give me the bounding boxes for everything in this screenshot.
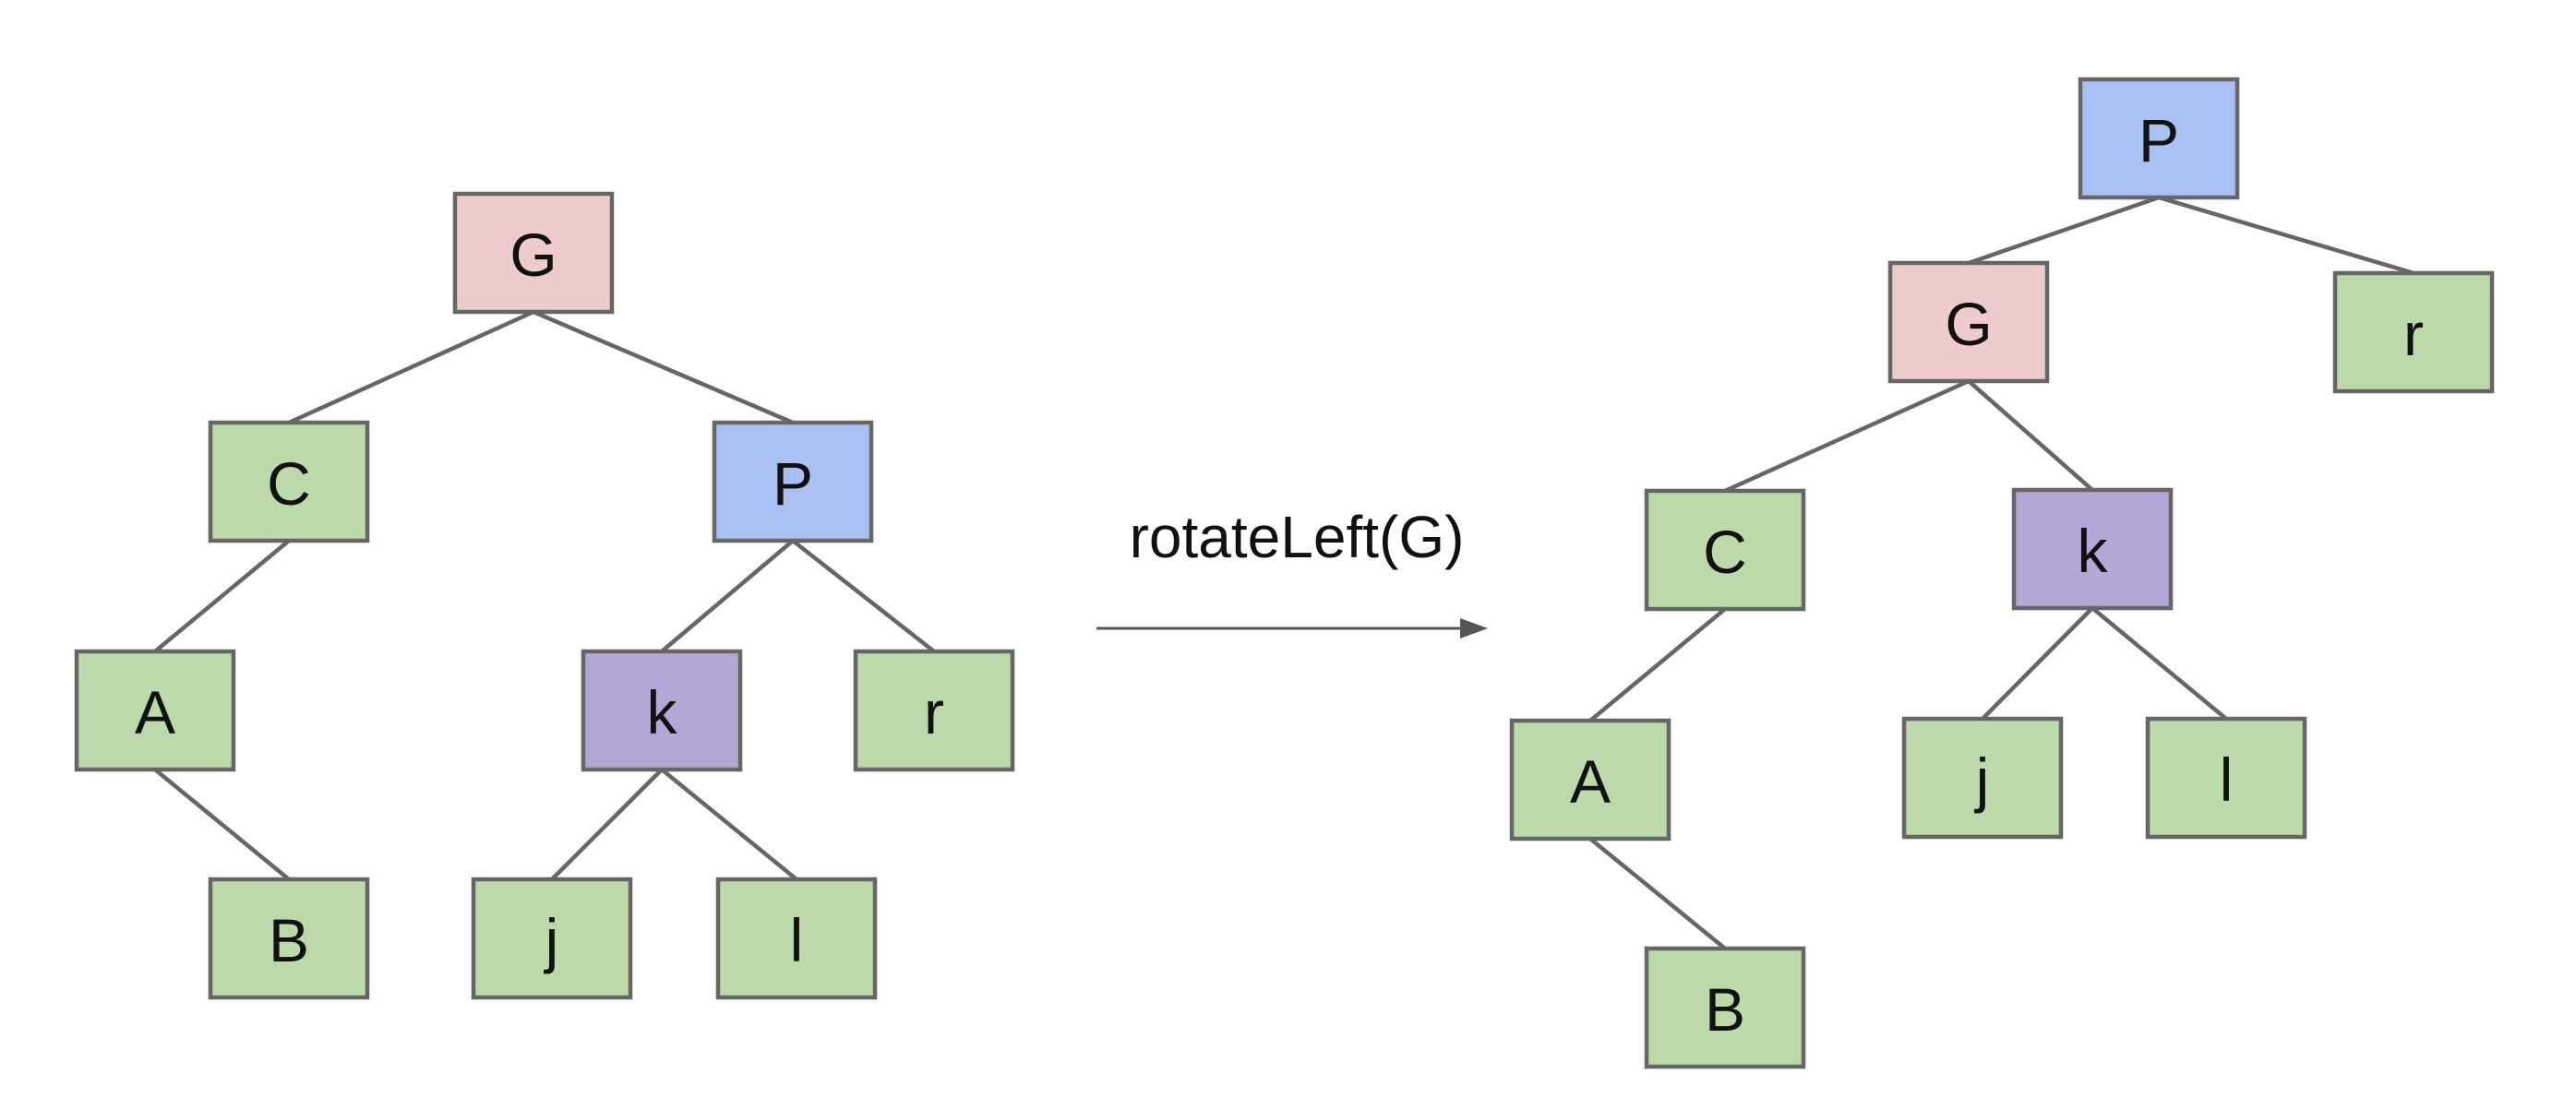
node-label: k [647, 678, 678, 746]
node-label: l [790, 906, 804, 974]
node-box [581, 649, 743, 772]
before-tree-edge-k-j [550, 768, 664, 881]
after-tree-edge-C-A [1588, 607, 1727, 722]
before-tree: G C P A Bk r j l [74, 191, 1015, 1000]
after-tree-edge-G-k [1967, 379, 2094, 492]
before-tree-edge-k-l [660, 768, 798, 881]
node-box [208, 877, 370, 1000]
before-tree-edge-C-A [153, 539, 291, 653]
node-label: r [2403, 300, 2424, 368]
node-box [853, 649, 1015, 772]
node-box [1644, 946, 1806, 1069]
node-box [712, 420, 874, 543]
node-label: r [924, 678, 944, 746]
node-label: B [1705, 975, 1745, 1044]
after-tree-edge-G-C [1724, 378, 1970, 494]
node-label: j [1974, 746, 1990, 814]
operation-label: rotateLeft(G) [1130, 504, 1465, 570]
node-label: C [267, 449, 311, 518]
node-box [2332, 270, 2495, 394]
after-tree-edge-A-B [1588, 837, 1727, 950]
after-tree-edge-k-j [1981, 606, 2094, 721]
after-tree-node-A: A [1509, 718, 1671, 841]
node-label: A [1570, 747, 1611, 816]
arrow-head-icon [1460, 618, 1488, 639]
node-label: j [544, 906, 559, 974]
node-box [1887, 260, 2050, 384]
before-tree-edge-A-B [153, 768, 291, 881]
node-label: k [2078, 517, 2109, 585]
before-tree-node-A: A [74, 649, 236, 772]
node-box [452, 191, 615, 315]
after-tree-edge-P-r [2158, 195, 2414, 276]
before-tree-edge-P-k [660, 539, 795, 653]
node-box [471, 877, 633, 1000]
node-box [2011, 487, 2174, 611]
node-label: l [2220, 746, 2234, 814]
node-box [208, 420, 370, 543]
before-tree-node-k: k [581, 649, 743, 772]
before-tree-edge-G-P [533, 309, 794, 425]
before-tree-node-r: r [853, 649, 1015, 772]
node-label: G [509, 221, 557, 289]
node-box [74, 649, 236, 772]
after-tree-node-C: C [1644, 488, 1806, 612]
before-tree-node-j: j [471, 877, 633, 1000]
before-tree-node-C: C [208, 420, 370, 543]
node-box [715, 877, 878, 1000]
node-box [1509, 718, 1671, 841]
node-box [2145, 716, 2307, 840]
operation-arrow-group: rotateLeft(G) [1096, 504, 1488, 639]
node-label: P [2139, 106, 2179, 174]
after-tree-node-j: j [1901, 716, 2064, 840]
node-label: A [135, 678, 175, 746]
before-tree-node-l: l [715, 877, 878, 1000]
node-label: C [1703, 518, 1747, 586]
node-label: G [1945, 290, 1992, 358]
after-tree-node-B: B [1644, 946, 1806, 1069]
node-box [1644, 488, 1806, 612]
before-tree-edge-P-r [791, 539, 936, 653]
before-tree-node-G: G [452, 191, 615, 315]
node-label: P [773, 449, 813, 518]
before-tree-node-B: B [208, 877, 370, 1000]
before-tree-node-P: P [712, 420, 874, 543]
after-tree-edge-k-l [2091, 606, 2228, 721]
node-label: B [269, 906, 309, 974]
after-tree-node-k: k [2011, 487, 2174, 611]
node-box [1901, 716, 2064, 840]
after-tree-node-l: l [2145, 716, 2307, 840]
before-tree-edge-G-C [288, 309, 534, 425]
after-tree-edge-P-G [1968, 195, 2160, 266]
after-tree-node-P: P [2078, 77, 2240, 200]
after-tree-node-r: r [2332, 270, 2495, 394]
node-box [2078, 77, 2240, 200]
after-tree-node-G: G [1887, 260, 2050, 384]
